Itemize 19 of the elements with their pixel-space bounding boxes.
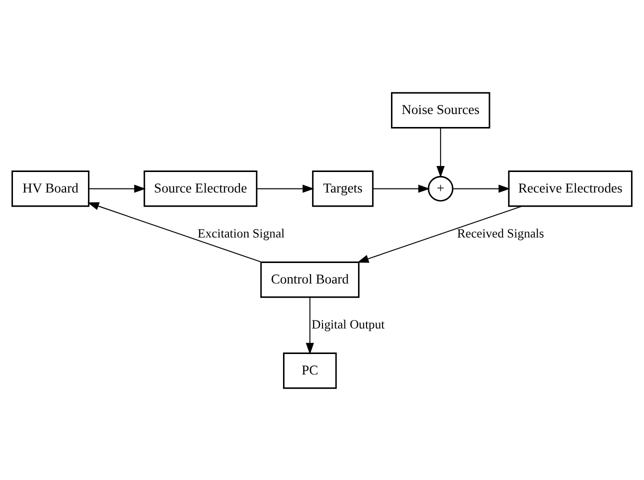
- edge-label: Excitation Signal: [198, 226, 285, 240]
- edge-label: Digital Output: [312, 316, 385, 331]
- arrow: [372, 184, 430, 192]
- node-box: Noise Sources: [390, 92, 490, 128]
- node-box: Receive Electrodes: [508, 170, 632, 206]
- node-box: PC: [283, 352, 337, 388]
- node-circle: +: [428, 175, 454, 202]
- arrow: [452, 184, 510, 192]
- node-box: HV Board: [12, 170, 90, 206]
- arrow: [256, 184, 314, 192]
- arrow: [87, 202, 262, 262]
- node-box: Source Electrode: [144, 170, 258, 206]
- edge-label: Received Signals: [457, 226, 544, 240]
- arrow: [357, 205, 522, 262]
- node-box: Targets: [312, 170, 374, 206]
- arrow: [306, 296, 314, 354]
- arrow: [436, 126, 445, 178]
- arrow: [88, 184, 146, 192]
- node-box: Control Board: [260, 261, 360, 298]
